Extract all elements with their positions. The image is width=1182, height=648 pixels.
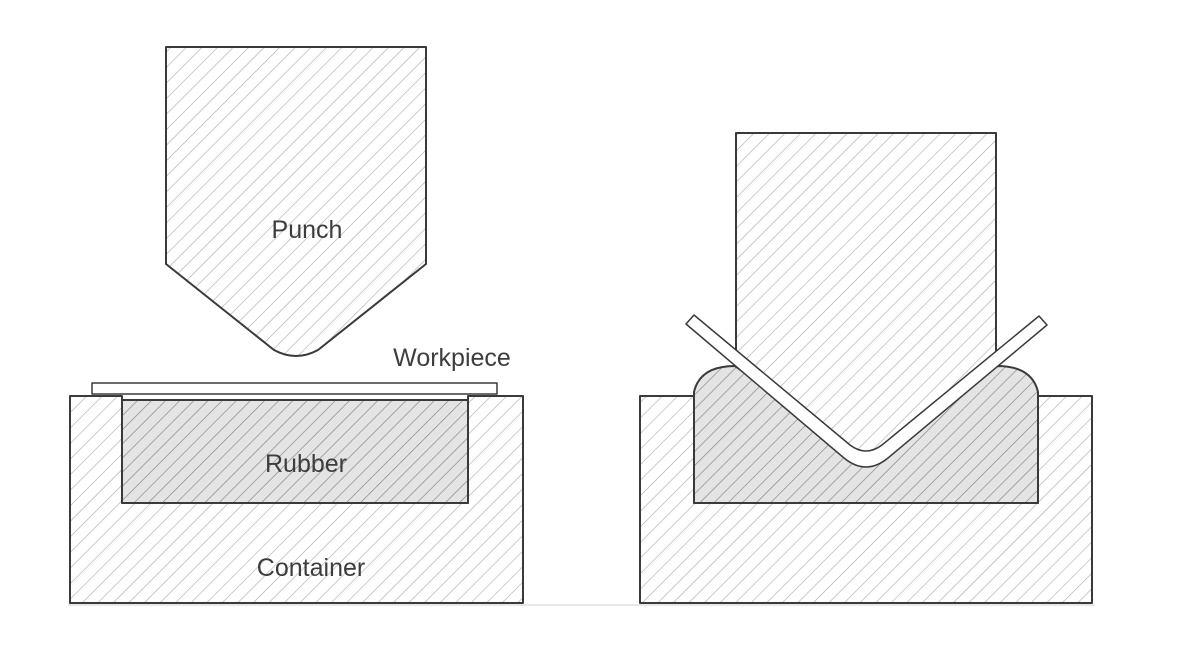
workpiece-sheet-bent	[685, 314, 1048, 468]
stage-after-forming	[639, 132, 1093, 604]
punch-label: Punch	[272, 216, 343, 244]
rubber-label: Rubber	[265, 450, 347, 478]
workpiece-label: Workpiece	[393, 344, 511, 372]
punch-left	[165, 46, 427, 357]
rubber-pad-left	[121, 399, 469, 504]
stage-before-forming: Punch Workpiece Rubber Container	[69, 46, 524, 604]
container-label: Container	[257, 554, 365, 582]
workpiece-sheet-flat	[91, 382, 498, 395]
